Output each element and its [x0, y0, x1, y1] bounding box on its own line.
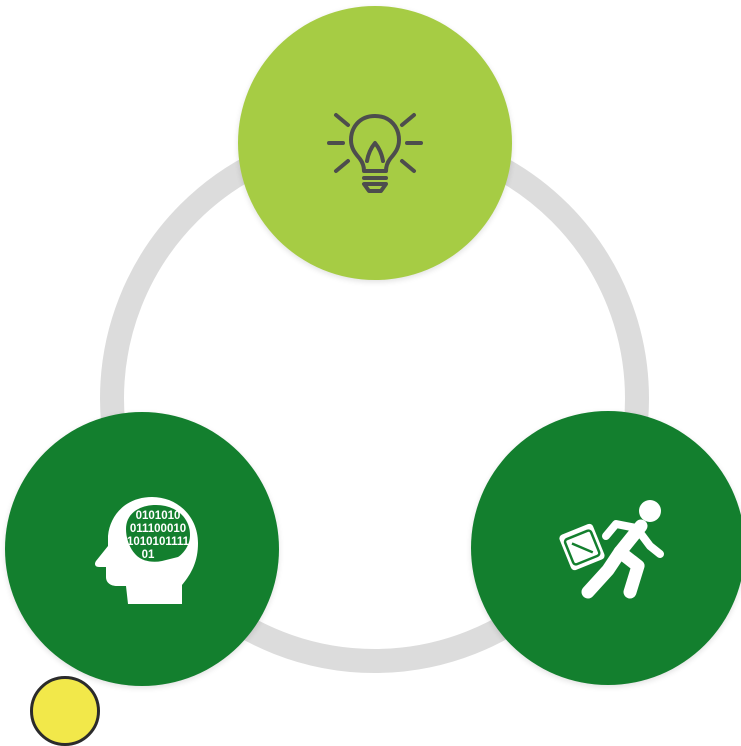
binary-line-3: 1010101111 — [127, 536, 190, 548]
binary-line-4: 01 — [142, 549, 155, 561]
binary-line-1: 0101010 — [136, 510, 181, 522]
binary-line-2: 011100010 — [130, 523, 186, 535]
lightbulb-icon — [327, 113, 423, 193]
action-node — [471, 411, 741, 685]
knowledge-node: 0101010 011100010 1010101111 01 — [5, 412, 279, 686]
running-businessman-icon — [559, 500, 664, 599]
binary-head-icon: 0101010 011100010 1010101111 01 — [95, 497, 198, 604]
idea-node — [238, 6, 512, 280]
